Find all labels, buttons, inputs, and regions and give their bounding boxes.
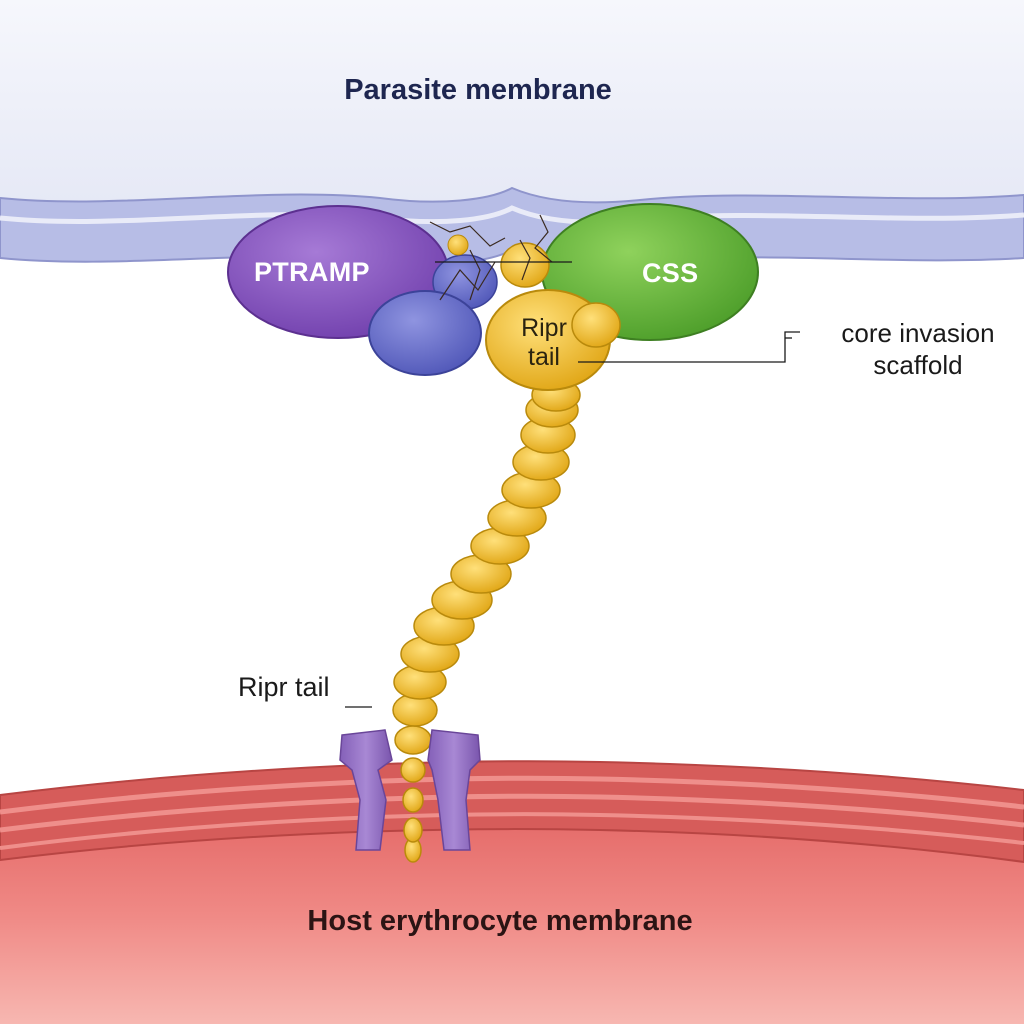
- core-invasion-scaffold-label: core invasion scaffold: [841, 318, 995, 380]
- parasite-membrane-label: Parasite membrane: [344, 74, 612, 106]
- ripr-tail-chain: [392, 378, 581, 863]
- css-label: CSS: [642, 258, 699, 288]
- host-membrane-line-1: [0, 775, 1024, 815]
- tether-fibres: [429, 214, 553, 301]
- ripr-tail-outer-label: Ripr tail: [238, 672, 330, 702]
- ripr-head-lobe: [571, 302, 621, 348]
- host-receptor-right: [427, 729, 481, 851]
- host-membrane-line-2: [0, 793, 1024, 833]
- host-membrane-label: Host erythrocyte membrane: [307, 905, 693, 937]
- erythrocyte-body: [0, 829, 1024, 1024]
- leader-lines: [345, 261, 800, 708]
- host-membrane-line-3: [0, 812, 1024, 850]
- ripr-head-small: [447, 234, 469, 256]
- ripr-tail-bead: [394, 725, 432, 755]
- ripr-tail-inner-label: Ripr tail: [521, 314, 567, 371]
- ripr-head-upper: [500, 242, 550, 288]
- parasite-cytoplasm: [0, 0, 1024, 203]
- ptramp-label: PTRAMP: [254, 257, 370, 287]
- ripr-tail-bead: [403, 817, 423, 843]
- small-subunit-lower: [368, 290, 482, 376]
- ripr-tail-bead: [400, 757, 426, 783]
- parasite-membrane-inner-line: [0, 205, 1024, 225]
- host-receptor-left: [339, 729, 393, 851]
- ripr-tail-bead: [402, 787, 424, 813]
